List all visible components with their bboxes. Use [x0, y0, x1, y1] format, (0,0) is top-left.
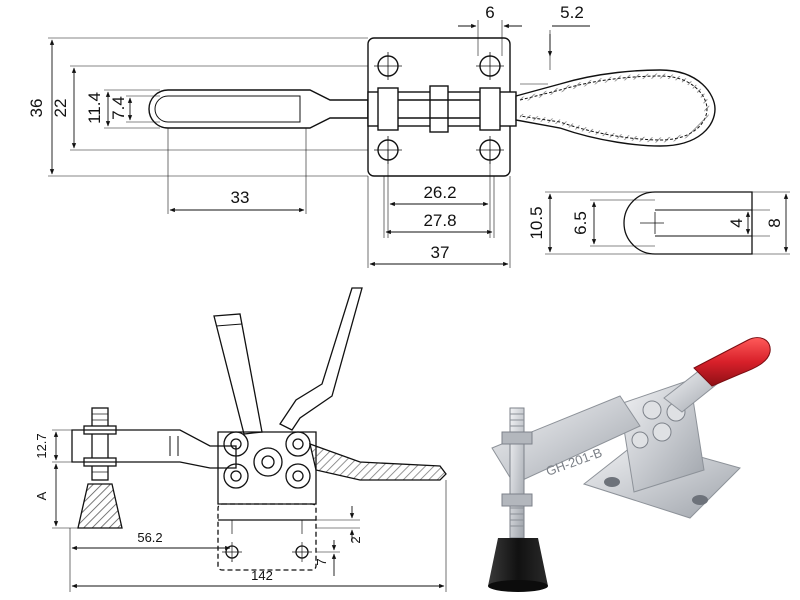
dim-7: 7	[314, 558, 329, 565]
dim-A: A	[34, 491, 49, 500]
arm-detail-dimensions	[545, 191, 790, 255]
dim-11-4: 11.4	[85, 92, 104, 124]
photo-spindle	[509, 407, 525, 539]
top-view-drawing	[148, 37, 716, 177]
clamp-arm-slot	[148, 89, 369, 129]
open-lever-outline	[279, 287, 363, 431]
side-body-outline	[217, 431, 317, 505]
closed-handle-outline	[309, 442, 447, 481]
dim-10-5: 10.5	[527, 206, 546, 239]
side-base-plate	[217, 503, 317, 571]
pivot-links	[223, 431, 311, 489]
dim-8: 8	[765, 218, 784, 227]
dim-33: 33	[231, 188, 250, 207]
dim-5-2: 5.2	[560, 3, 584, 22]
raised-arm-outline	[213, 313, 263, 435]
dim-6-5: 6.5	[571, 211, 590, 235]
dim-2: 2	[348, 536, 363, 543]
side-view-dimension-labels: 12.7 A 56.2 142 2 7	[34, 433, 363, 583]
dim-6: 6	[485, 3, 494, 22]
dim-22: 22	[51, 99, 70, 118]
dim-12-7: 12.7	[34, 433, 49, 458]
dim-7-4: 7.4	[109, 96, 128, 120]
dim-56-2: 56.2	[137, 530, 162, 545]
dim-4: 4	[727, 218, 746, 227]
dim-142: 142	[251, 568, 273, 583]
dim-36: 36	[27, 99, 46, 118]
dim-26-2: 26.2	[423, 183, 456, 202]
side-view-dimensions	[52, 429, 447, 592]
dim-37: 37	[431, 243, 450, 262]
top-view-dimension-labels: 36 22 11.4 7.4 33 6 5.2 26.2 27.8 37	[27, 3, 584, 262]
product-photo: GH-201-B	[470, 322, 800, 600]
rubber-tip-outline	[77, 483, 123, 529]
dim-27-8: 27.8	[423, 211, 456, 230]
photo-red-handle	[693, 337, 771, 387]
photo-arm	[491, 395, 641, 485]
top-view-dimensions	[48, 20, 590, 268]
arm-detail-dimension-labels: 10.5 6.5 4 8	[527, 206, 784, 239]
photo-rubber-tip	[488, 538, 548, 586]
side-arm-outline	[71, 429, 237, 469]
side-view-drawing	[71, 287, 447, 571]
spindle-bolt	[83, 407, 117, 481]
